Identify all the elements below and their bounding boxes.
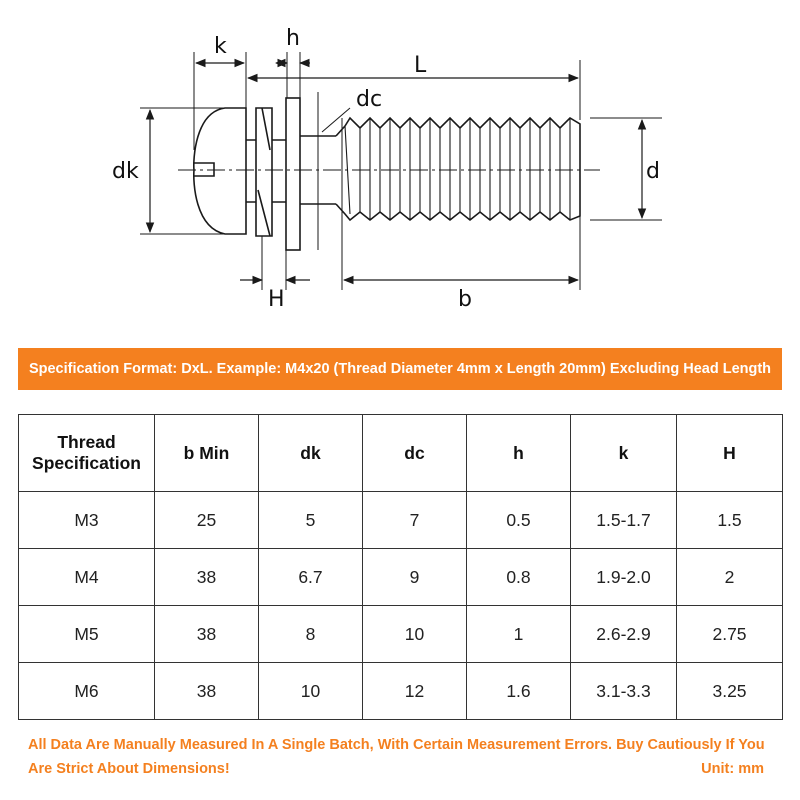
cell-spec: M3 [18, 491, 155, 549]
cell-k: 3.1-3.3 [570, 662, 677, 720]
cell-spec: M4 [18, 548, 155, 606]
table-header-row: Thread Specification b Min dk dc h k H [18, 414, 783, 492]
label-L: L [414, 53, 427, 78]
cell-spec: M5 [18, 605, 155, 663]
cell-b-min: 38 [154, 548, 259, 606]
cell-H: 2 [676, 548, 783, 606]
flat-washer [285, 97, 301, 251]
cell-k: 1.9-2.0 [570, 548, 677, 606]
thread-lines [344, 118, 571, 220]
cell-dc: 10 [362, 605, 467, 663]
cell-b-min: 38 [154, 605, 259, 663]
spec-table: Thread Specification b Min dk dc h k H M… [18, 414, 783, 720]
header-dk: dk [258, 414, 363, 492]
label-k: k [214, 34, 227, 59]
label-d: d [646, 159, 660, 184]
cell-k: 2.6-2.9 [570, 605, 677, 663]
label-H: H [268, 287, 285, 312]
cell-spec: M6 [18, 662, 155, 720]
cell-h: 1.6 [466, 662, 571, 720]
header-h: h [466, 414, 571, 492]
table-row: M3 25 5 7 0.5 1.5-1.7 1.5 [18, 491, 783, 549]
spec-format-banner: Specification Format: DxL. Example: M4x2… [18, 348, 782, 390]
table-row: M5 38 8 10 1 2.6-2.9 2.75 [18, 605, 783, 663]
header-dc: dc [362, 414, 467, 492]
unit-label: Unit: mm [701, 761, 764, 777]
cell-b-min: 25 [154, 491, 259, 549]
header-thread-spec: Thread Specification [18, 414, 155, 492]
label-h: h [286, 26, 300, 51]
header-H: H [676, 414, 783, 492]
thread-top [335, 116, 581, 222]
cell-dk: 6.7 [258, 548, 363, 606]
cell-H: 1.5 [676, 491, 783, 549]
cell-h: 0.5 [466, 491, 571, 549]
cell-dc: 7 [362, 491, 467, 549]
label-dc: dc [356, 87, 382, 112]
cell-dk: 8 [258, 605, 363, 663]
table-row: M4 38 6.7 9 0.8 1.9-2.0 2 [18, 548, 783, 606]
measurement-disclaimer: All Data Are Manually Measured In A Sing… [28, 737, 765, 777]
label-dk: dk [112, 159, 139, 184]
cell-H: 3.25 [676, 662, 783, 720]
cell-dk: 10 [258, 662, 363, 720]
cell-dc: 12 [362, 662, 467, 720]
header-k: k [570, 414, 677, 492]
spring-washer [255, 107, 273, 237]
cell-h: 1 [466, 605, 571, 663]
header-b-min: b Min [154, 414, 259, 492]
cell-dc: 9 [362, 548, 467, 606]
screw-dimension-diagram: k h L dc dk d H b [112, 26, 662, 312]
cell-b-min: 38 [154, 662, 259, 720]
screw-head [193, 107, 247, 235]
cell-dk: 5 [258, 491, 363, 549]
cell-H: 2.75 [676, 605, 783, 663]
label-b: b [458, 287, 472, 312]
cell-k: 1.5-1.7 [570, 491, 677, 549]
table-row: M6 38 10 12 1.6 3.1-3.3 3.25 [18, 662, 783, 720]
cell-h: 0.8 [466, 548, 571, 606]
